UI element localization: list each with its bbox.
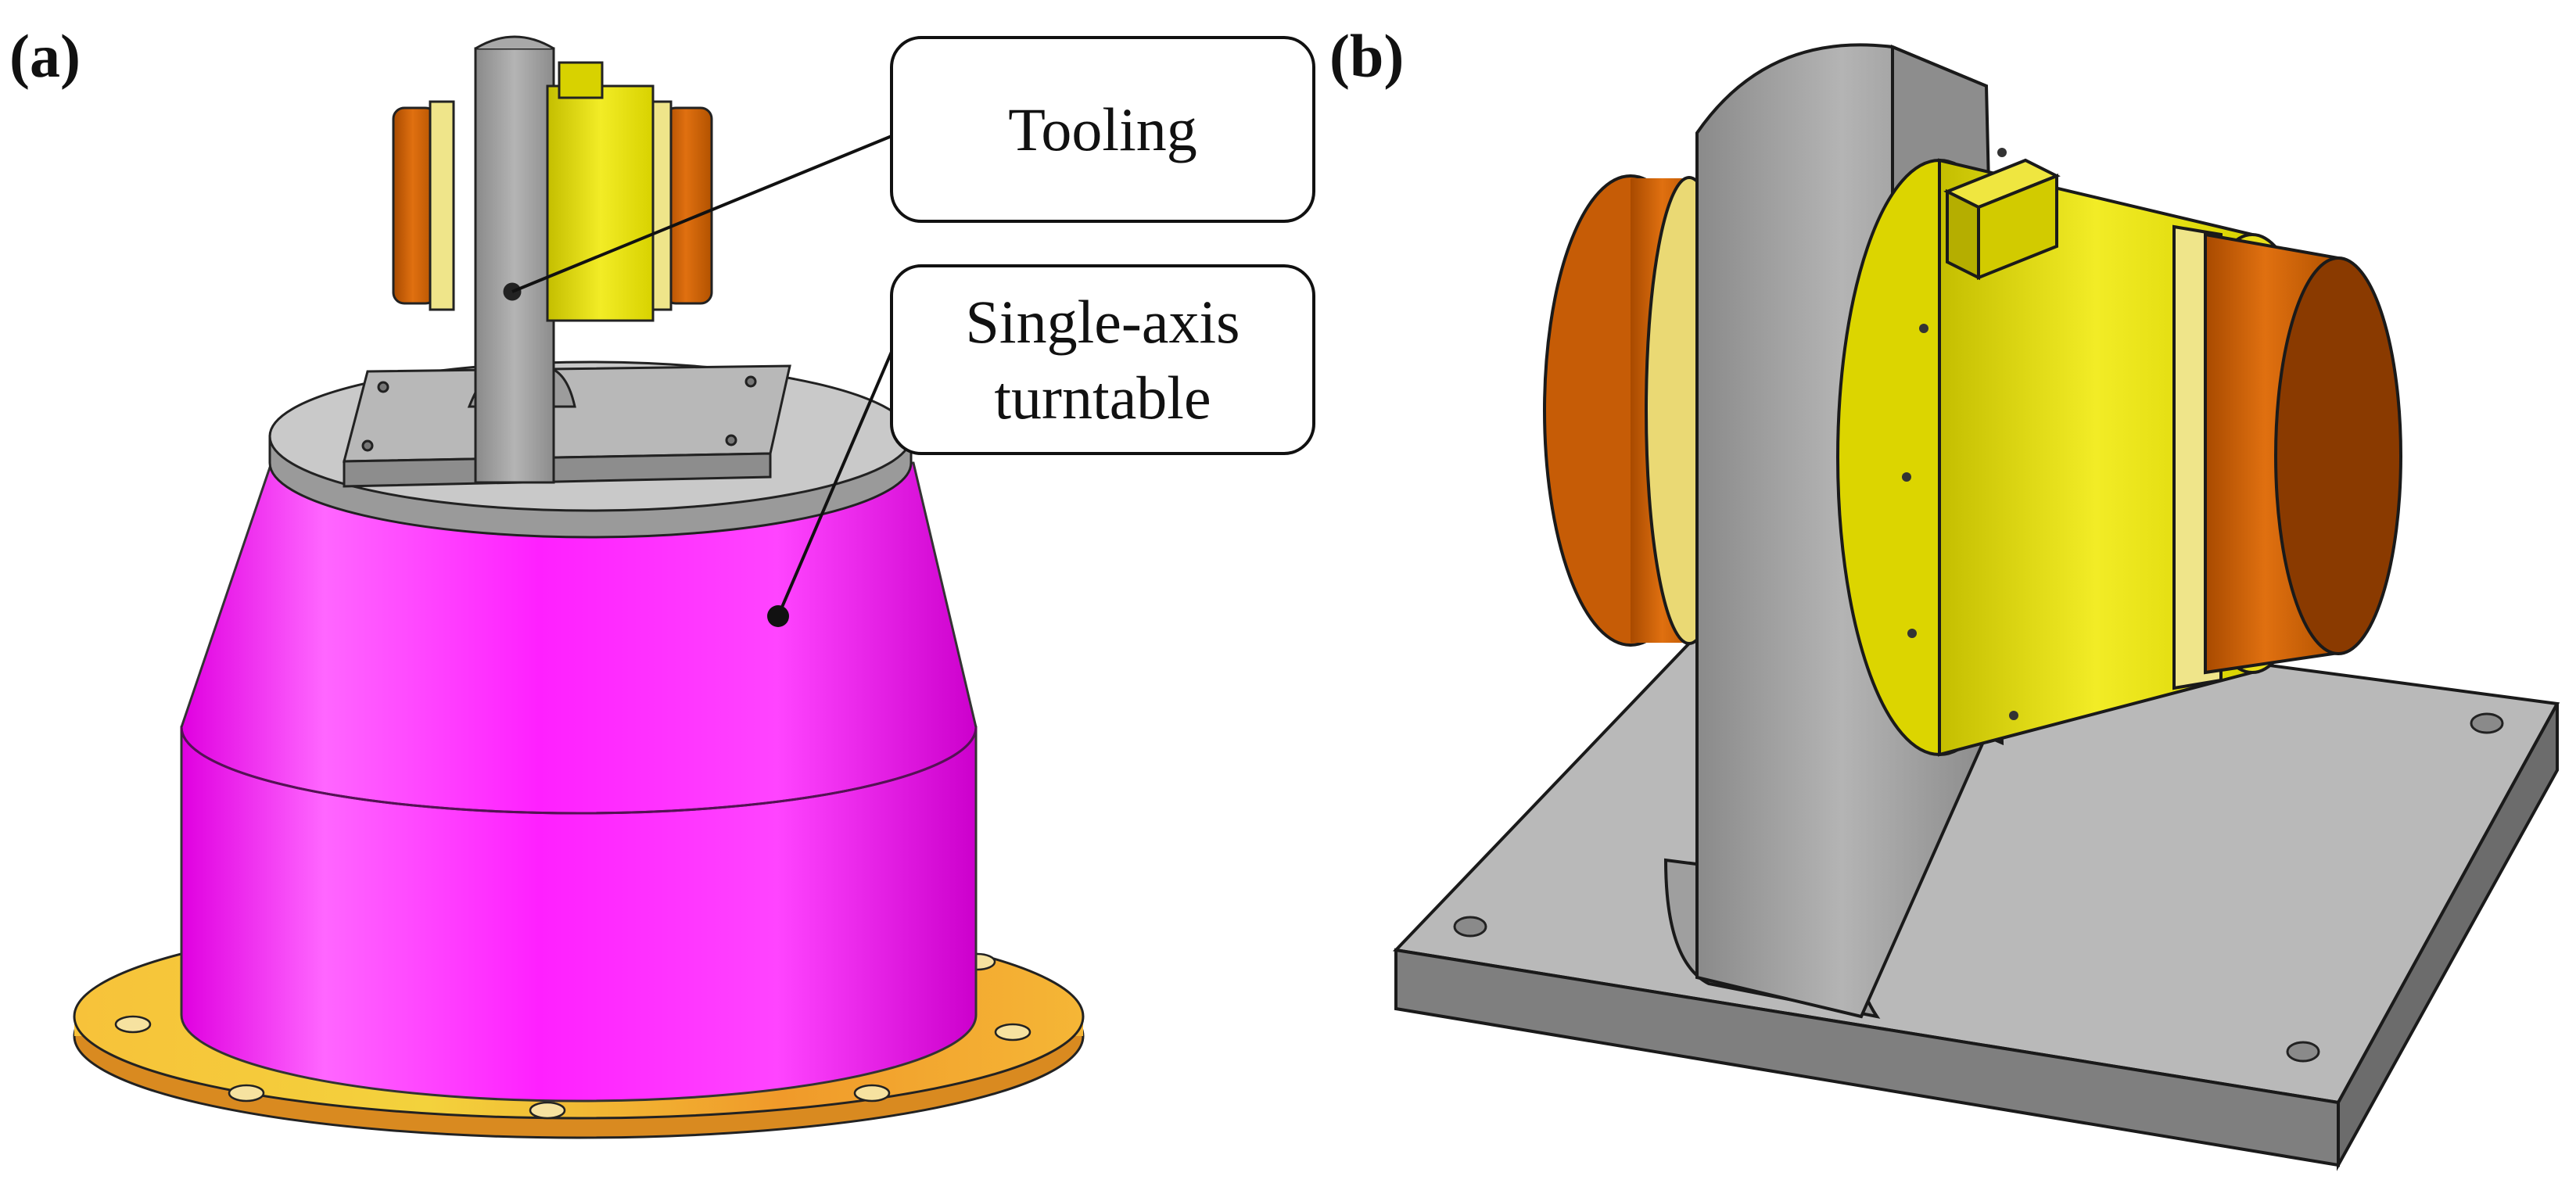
callout-turntable: Single-axis turntable (767, 264, 1315, 627)
tooling-a (343, 35, 791, 488)
base-plate-bolt-holes (1453, 712, 2504, 1063)
callout-tooling-text: Tooling (1008, 95, 1197, 163)
key-block (1943, 158, 2061, 281)
single-axis-turntable (180, 461, 978, 1103)
panel-b-label: (b) (1329, 22, 1404, 90)
callout-turntable-line-2: turntable (994, 364, 1211, 432)
callout-turntable-box (890, 264, 1315, 455)
orange-cylinder-right (2204, 232, 2402, 675)
callout-turntable-dot (767, 605, 789, 627)
panel-b: (b) (1329, 22, 2560, 1171)
callout-tooling-box (890, 36, 1315, 223)
panel-a-label: (a) (9, 22, 81, 90)
callout-tooling: Tooling (511, 36, 1315, 293)
callout-turntable-line-1: Single-axis (966, 288, 1240, 356)
panel-a: (a) (9, 22, 1315, 1139)
yellow-body-holes (1902, 148, 2018, 720)
tooling-b (1392, 43, 2560, 1171)
tooling-base-plate (1392, 592, 2560, 1171)
